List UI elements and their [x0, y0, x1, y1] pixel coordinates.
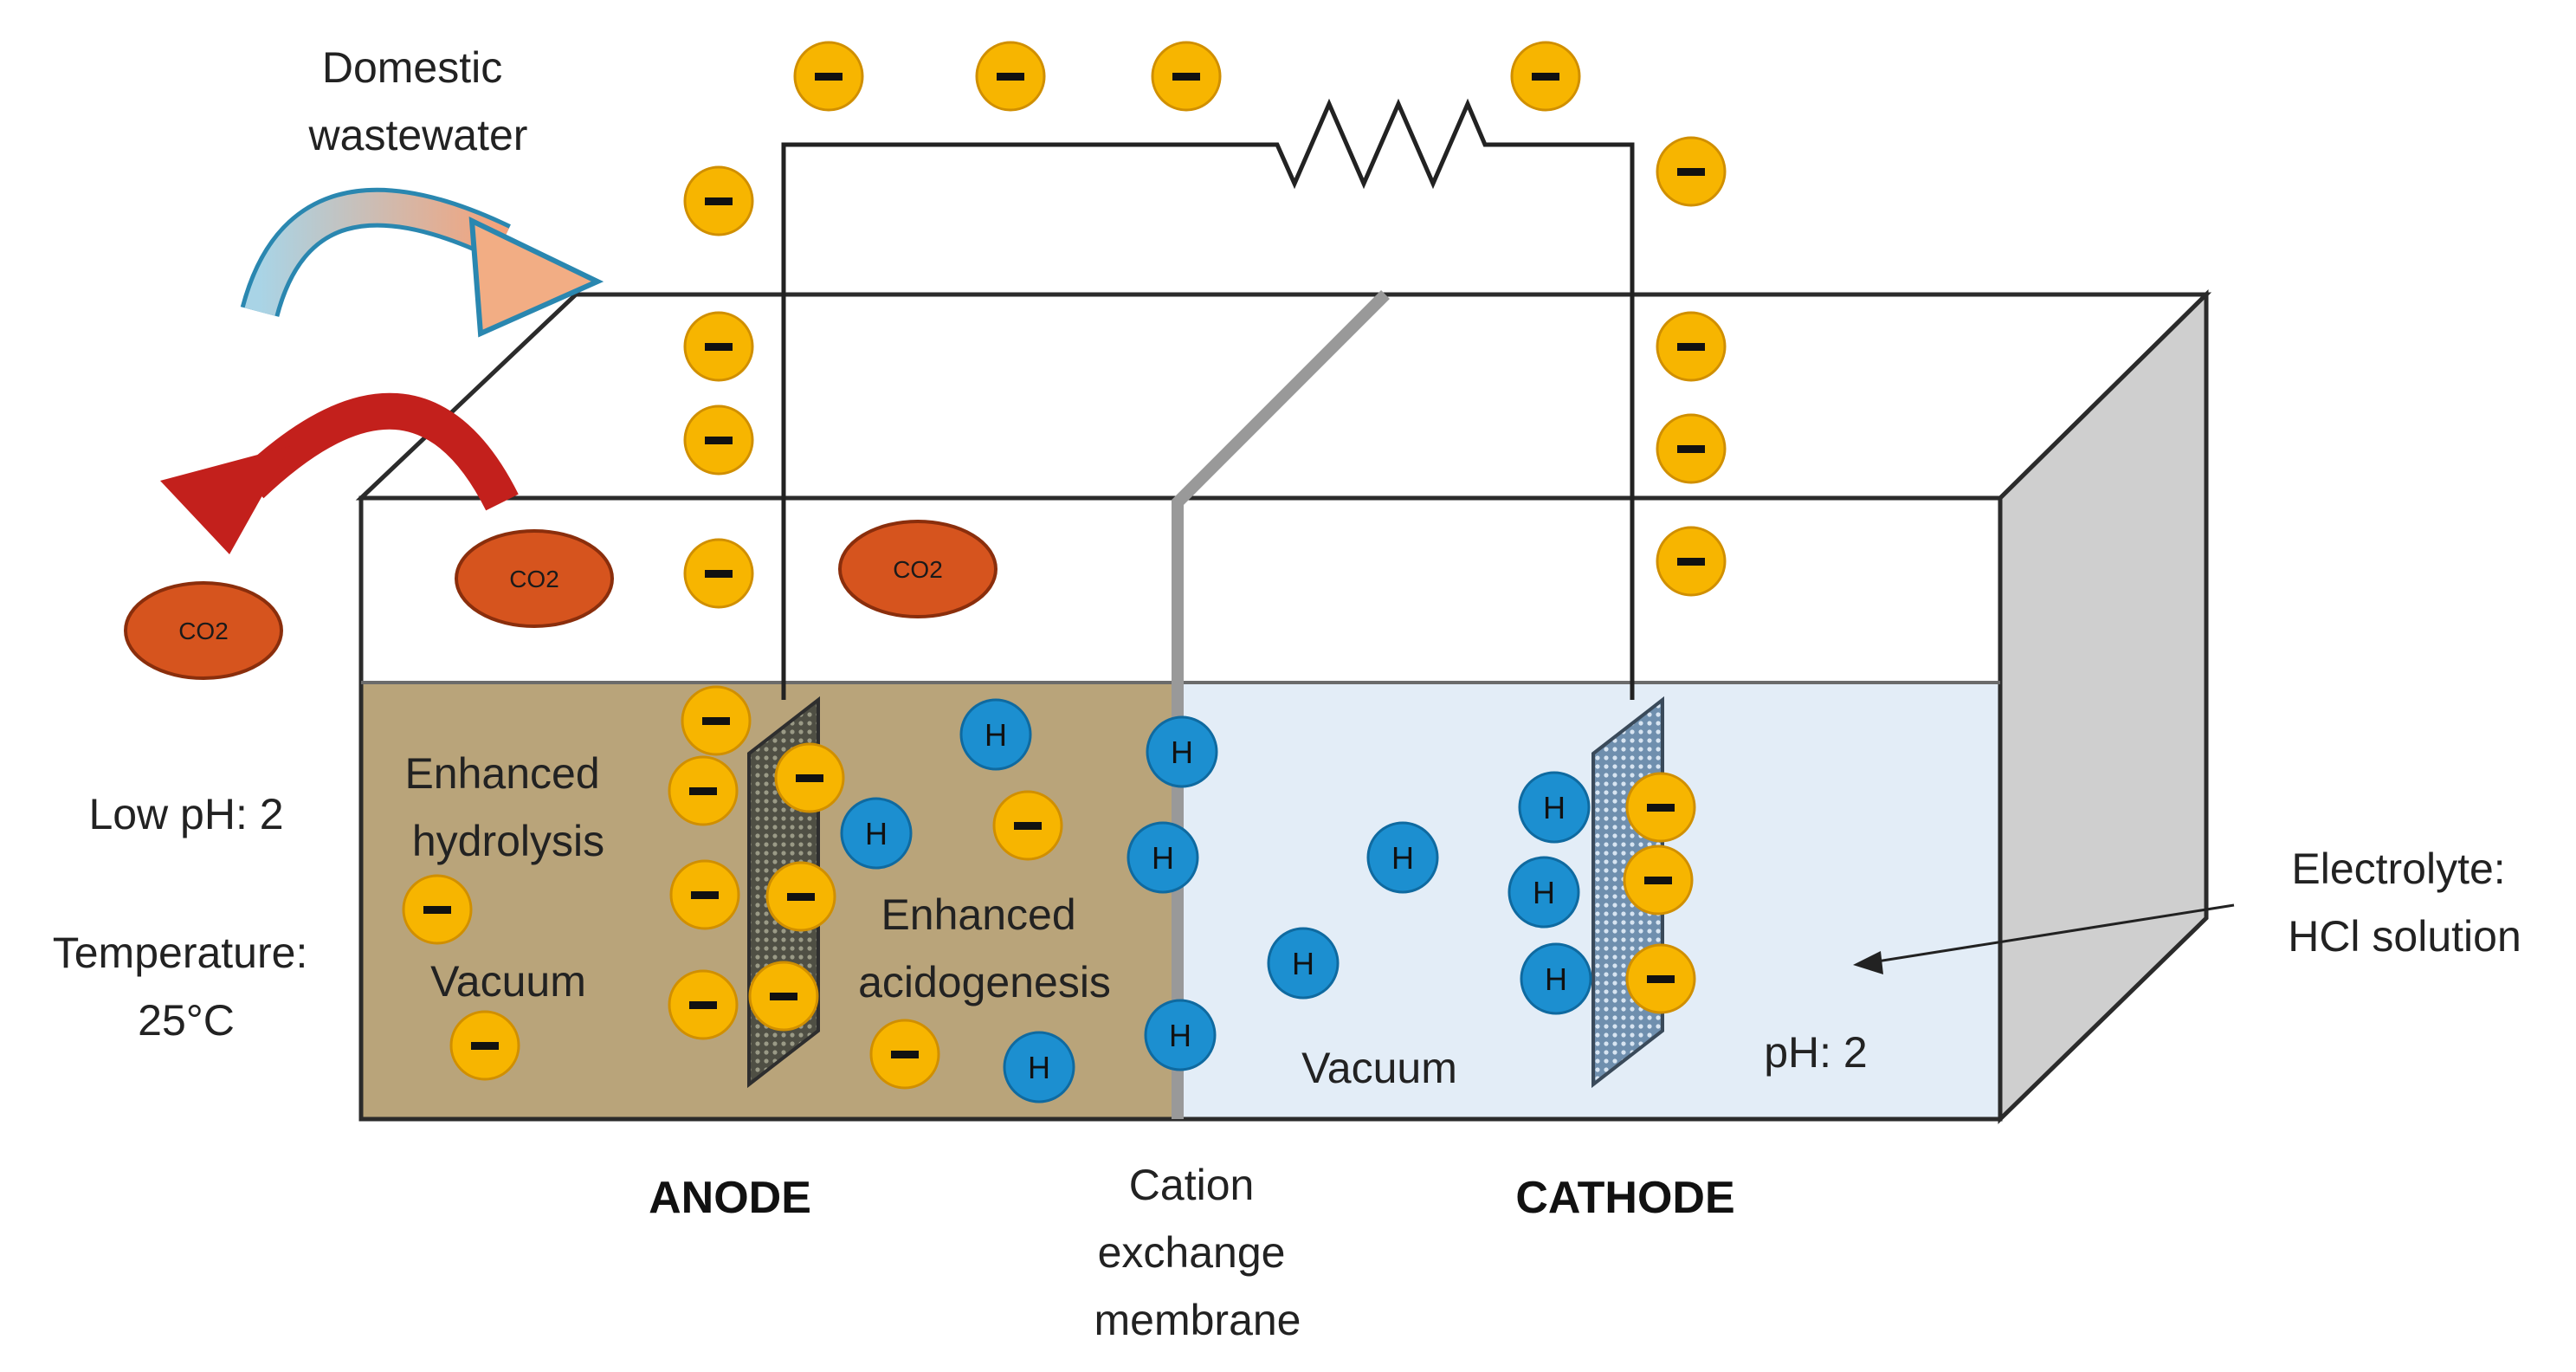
external-circuit-cathode-wire	[1511, 142, 1635, 700]
proton-particles: H H H H H H H H H H H	[840, 698, 1592, 1103]
enhanced-acidogenesis-label: Enhanced acidogenesis	[858, 890, 1111, 1006]
co2-bubbles: CO2 CO2 CO2	[124, 520, 997, 680]
co2-bubble: CO2	[838, 520, 997, 618]
svg-text:H: H	[1028, 1050, 1050, 1085]
electron-particle	[1625, 943, 1696, 1014]
electron-particle	[1656, 526, 1727, 597]
cathode-ph-label: pH: 2	[1764, 1028, 1868, 1077]
proton-particle: H	[959, 698, 1032, 771]
outflow-arrow-icon	[160, 392, 519, 554]
proton-particle: H	[1146, 715, 1218, 788]
electron-particle	[975, 41, 1046, 112]
electron-particle	[683, 311, 754, 382]
enhanced-hydrolysis-label: Enhanced hydrolysis	[404, 749, 611, 865]
svg-text:H: H	[1171, 735, 1193, 770]
electron-particle	[683, 538, 754, 609]
domestic-wastewater-label: Domestic wastewater	[308, 43, 528, 159]
svg-text:H: H	[1545, 961, 1567, 997]
svg-text:H: H	[1543, 790, 1566, 825]
electrolyte-pointer-line	[1865, 903, 2235, 965]
electron-particle	[869, 1019, 940, 1090]
electron-particle	[402, 874, 473, 945]
cathode-label: CATHODE	[1515, 1173, 1734, 1223]
proton-particle: H	[1144, 999, 1217, 1071]
resistor-icon	[1251, 98, 1511, 190]
electron-particle	[1625, 772, 1696, 843]
svg-text:H: H	[865, 816, 888, 851]
proton-particle: H	[1366, 821, 1439, 894]
electron-particle	[1656, 413, 1727, 484]
temperature-label: Temperature: 25°C	[53, 929, 320, 1045]
cathode-chamber-liquid	[1178, 683, 2000, 1119]
electron-particles	[402, 41, 1727, 1090]
electron-particle	[793, 41, 864, 112]
electrolyte-pointer-arrowhead	[1853, 951, 1883, 974]
svg-text:H: H	[1152, 840, 1174, 876]
electron-particle	[1656, 311, 1727, 382]
svg-text:H: H	[1292, 946, 1314, 981]
electron-particle	[1510, 41, 1581, 112]
proton-particle: H	[1520, 942, 1592, 1015]
electron-particle	[681, 685, 752, 756]
inflow-arrow-icon	[240, 187, 604, 338]
svg-text:H: H	[1533, 875, 1555, 910]
proton-particle: H	[840, 797, 913, 870]
anode-label: ANODE	[649, 1173, 811, 1223]
electron-particle	[449, 1010, 520, 1081]
electron-particle	[774, 742, 845, 813]
proton-particle: H	[1508, 856, 1580, 929]
electron-particle	[683, 404, 754, 476]
proton-particle: H	[1518, 771, 1591, 844]
electron-particle	[1151, 41, 1222, 112]
svg-text:CO2: CO2	[509, 566, 559, 592]
electron-particle	[748, 961, 819, 1032]
electron-particle	[669, 859, 740, 930]
proton-particle: H	[1267, 927, 1340, 1000]
cation-exchange-membrane	[1172, 290, 1390, 1119]
electron-particle	[992, 790, 1063, 861]
svg-text:H: H	[1169, 1018, 1191, 1053]
svg-text:CO2: CO2	[893, 556, 943, 583]
low-ph-label: Low pH: 2	[88, 790, 283, 838]
electron-particle	[683, 165, 754, 236]
proton-particle: H	[1127, 821, 1199, 894]
cation-exchange-membrane-label: Cation exchange membrane	[1094, 1161, 1301, 1344]
electron-particle	[668, 969, 739, 1040]
svg-text:H: H	[1391, 840, 1414, 876]
electron-particle	[1656, 136, 1727, 207]
electron-particle	[668, 755, 739, 826]
proton-particle: H	[1003, 1031, 1075, 1103]
electron-particle	[1623, 845, 1694, 916]
svg-text:CO2: CO2	[178, 618, 229, 644]
cathode-vacuum-label: Vacuum	[1301, 1044, 1457, 1092]
co2-bubble: CO2	[455, 529, 614, 628]
electron-particle	[765, 861, 836, 932]
electrolyte-label: Electrolyte: HCl solution	[2288, 845, 2521, 961]
co2-bubble: CO2	[124, 581, 283, 680]
anode-vacuum-label: Vacuum	[430, 957, 586, 1006]
svg-text:H: H	[985, 717, 1007, 753]
external-circuit-anode-wire	[781, 142, 1251, 700]
